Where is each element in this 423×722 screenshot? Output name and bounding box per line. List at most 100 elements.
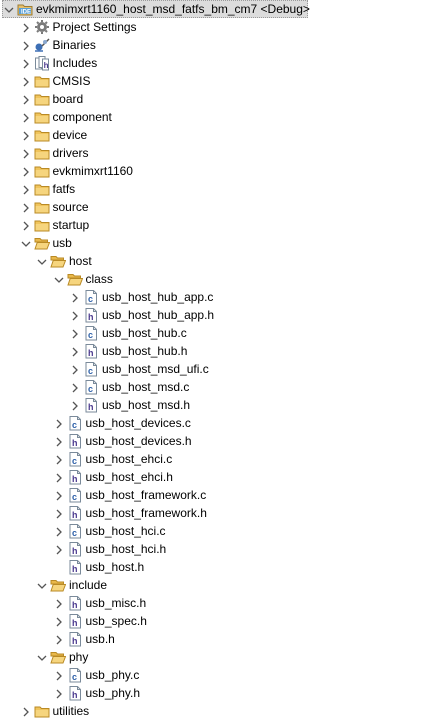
chevron-right-icon[interactable] (21, 40, 31, 51)
chevron-right-icon[interactable] (54, 418, 64, 429)
tree-item[interactable]: startup (0, 216, 423, 234)
chevron-right-icon[interactable] (21, 184, 31, 195)
chevron-right-icon[interactable] (21, 130, 31, 141)
folder-open-icon (66, 271, 83, 287)
chevron-right-icon[interactable] (70, 364, 80, 375)
chevron-down-icon[interactable] (37, 256, 47, 266)
tree-item[interactable]: host (0, 252, 423, 270)
settings-icon (34, 19, 50, 35)
chevron-right-icon[interactable] (21, 220, 31, 231)
chevron-down-icon[interactable] (21, 238, 31, 248)
chevron-right-icon[interactable] (21, 706, 31, 717)
chevron-right-icon[interactable] (21, 166, 31, 177)
tree-item[interactable]: component (0, 108, 423, 126)
svg-text:IDE: IDE (21, 10, 31, 16)
chevron-right-icon[interactable] (54, 616, 64, 627)
tree-item[interactable]: usb (0, 234, 423, 252)
tree-item[interactable]: evkmimxrt1160 (0, 162, 423, 180)
chevron-right-icon[interactable] (70, 346, 80, 357)
chevron-right-icon[interactable] (54, 688, 64, 699)
chevron-right-icon[interactable] (54, 454, 64, 465)
chevron-right-icon[interactable] (54, 490, 64, 501)
svg-text:c: c (88, 384, 93, 394)
c-file-icon: c (83, 325, 99, 341)
chevron-right-icon[interactable] (54, 436, 64, 447)
tree-item-label: usb_host_devices.h (85, 434, 192, 448)
chevron-down-icon[interactable] (37, 580, 47, 590)
tree-item[interactable]: phy (0, 648, 423, 666)
svg-text:h: h (72, 510, 78, 520)
tree-item[interactable]: device (0, 126, 423, 144)
svg-text:h: h (72, 564, 78, 574)
tree-item[interactable]: drivers (0, 144, 423, 162)
tree-item[interactable]: class (0, 270, 423, 288)
chevron-right-icon[interactable] (70, 382, 80, 393)
chevron-right-icon[interactable] (21, 58, 31, 69)
chevron-right-icon[interactable] (54, 544, 64, 555)
chevron-right-icon[interactable] (70, 400, 80, 411)
chevron-right-icon[interactable] (21, 22, 31, 33)
tree-item[interactable]: Project Settings (0, 18, 423, 36)
chevron-right-icon[interactable] (54, 526, 64, 537)
tree-item-label: fatfs (52, 182, 76, 196)
tree-item-label: usb_host_hci.h (85, 542, 167, 556)
chevron-right-icon[interactable] (70, 328, 80, 339)
tree-item-label: Includes (52, 56, 98, 70)
h-file-icon: h (67, 559, 83, 575)
chevron-right-icon[interactable] (21, 148, 31, 159)
chevron-right-icon[interactable] (54, 634, 64, 645)
selection-highlight (2, 0, 308, 18)
chevron-down-icon[interactable] (4, 4, 14, 14)
chevron-right-icon[interactable] (21, 112, 31, 123)
chevron-right-icon[interactable] (70, 292, 80, 303)
tree-item[interactable]: utilities (0, 702, 423, 720)
tree-item[interactable]: fatfs (0, 180, 423, 198)
chevron-down-icon[interactable] (54, 274, 64, 284)
chevron-right-icon[interactable] (21, 202, 31, 213)
tree-item[interactable]: Binaries (0, 36, 423, 54)
tree-item-label: usb_host_msd.h (102, 398, 191, 412)
chevron-right-icon[interactable] (54, 472, 64, 483)
chevron-right-icon[interactable] (54, 598, 64, 609)
chevron-right-icon[interactable] (21, 94, 31, 105)
tree-item[interactable]: source (0, 198, 423, 216)
tree-item-label: CMSIS (52, 74, 91, 88)
svg-text:h: h (72, 474, 78, 484)
folder-icon (34, 217, 50, 233)
tree-item[interactable]: board (0, 90, 423, 108)
chevron-right-icon[interactable] (21, 76, 31, 87)
chevron-right-icon[interactable] (54, 508, 64, 519)
svg-text:c: c (72, 420, 77, 430)
tree-item[interactable]: CMSIS (0, 72, 423, 90)
c-file-icon: c (67, 415, 83, 431)
chevron-right-icon[interactable] (54, 670, 64, 681)
svg-text:h: h (72, 618, 78, 628)
project-icon: IDE (17, 1, 33, 17)
tree-item[interactable]: include (0, 576, 423, 594)
chevron-right-icon[interactable] (70, 310, 80, 321)
chevron-down-icon[interactable] (37, 652, 47, 662)
